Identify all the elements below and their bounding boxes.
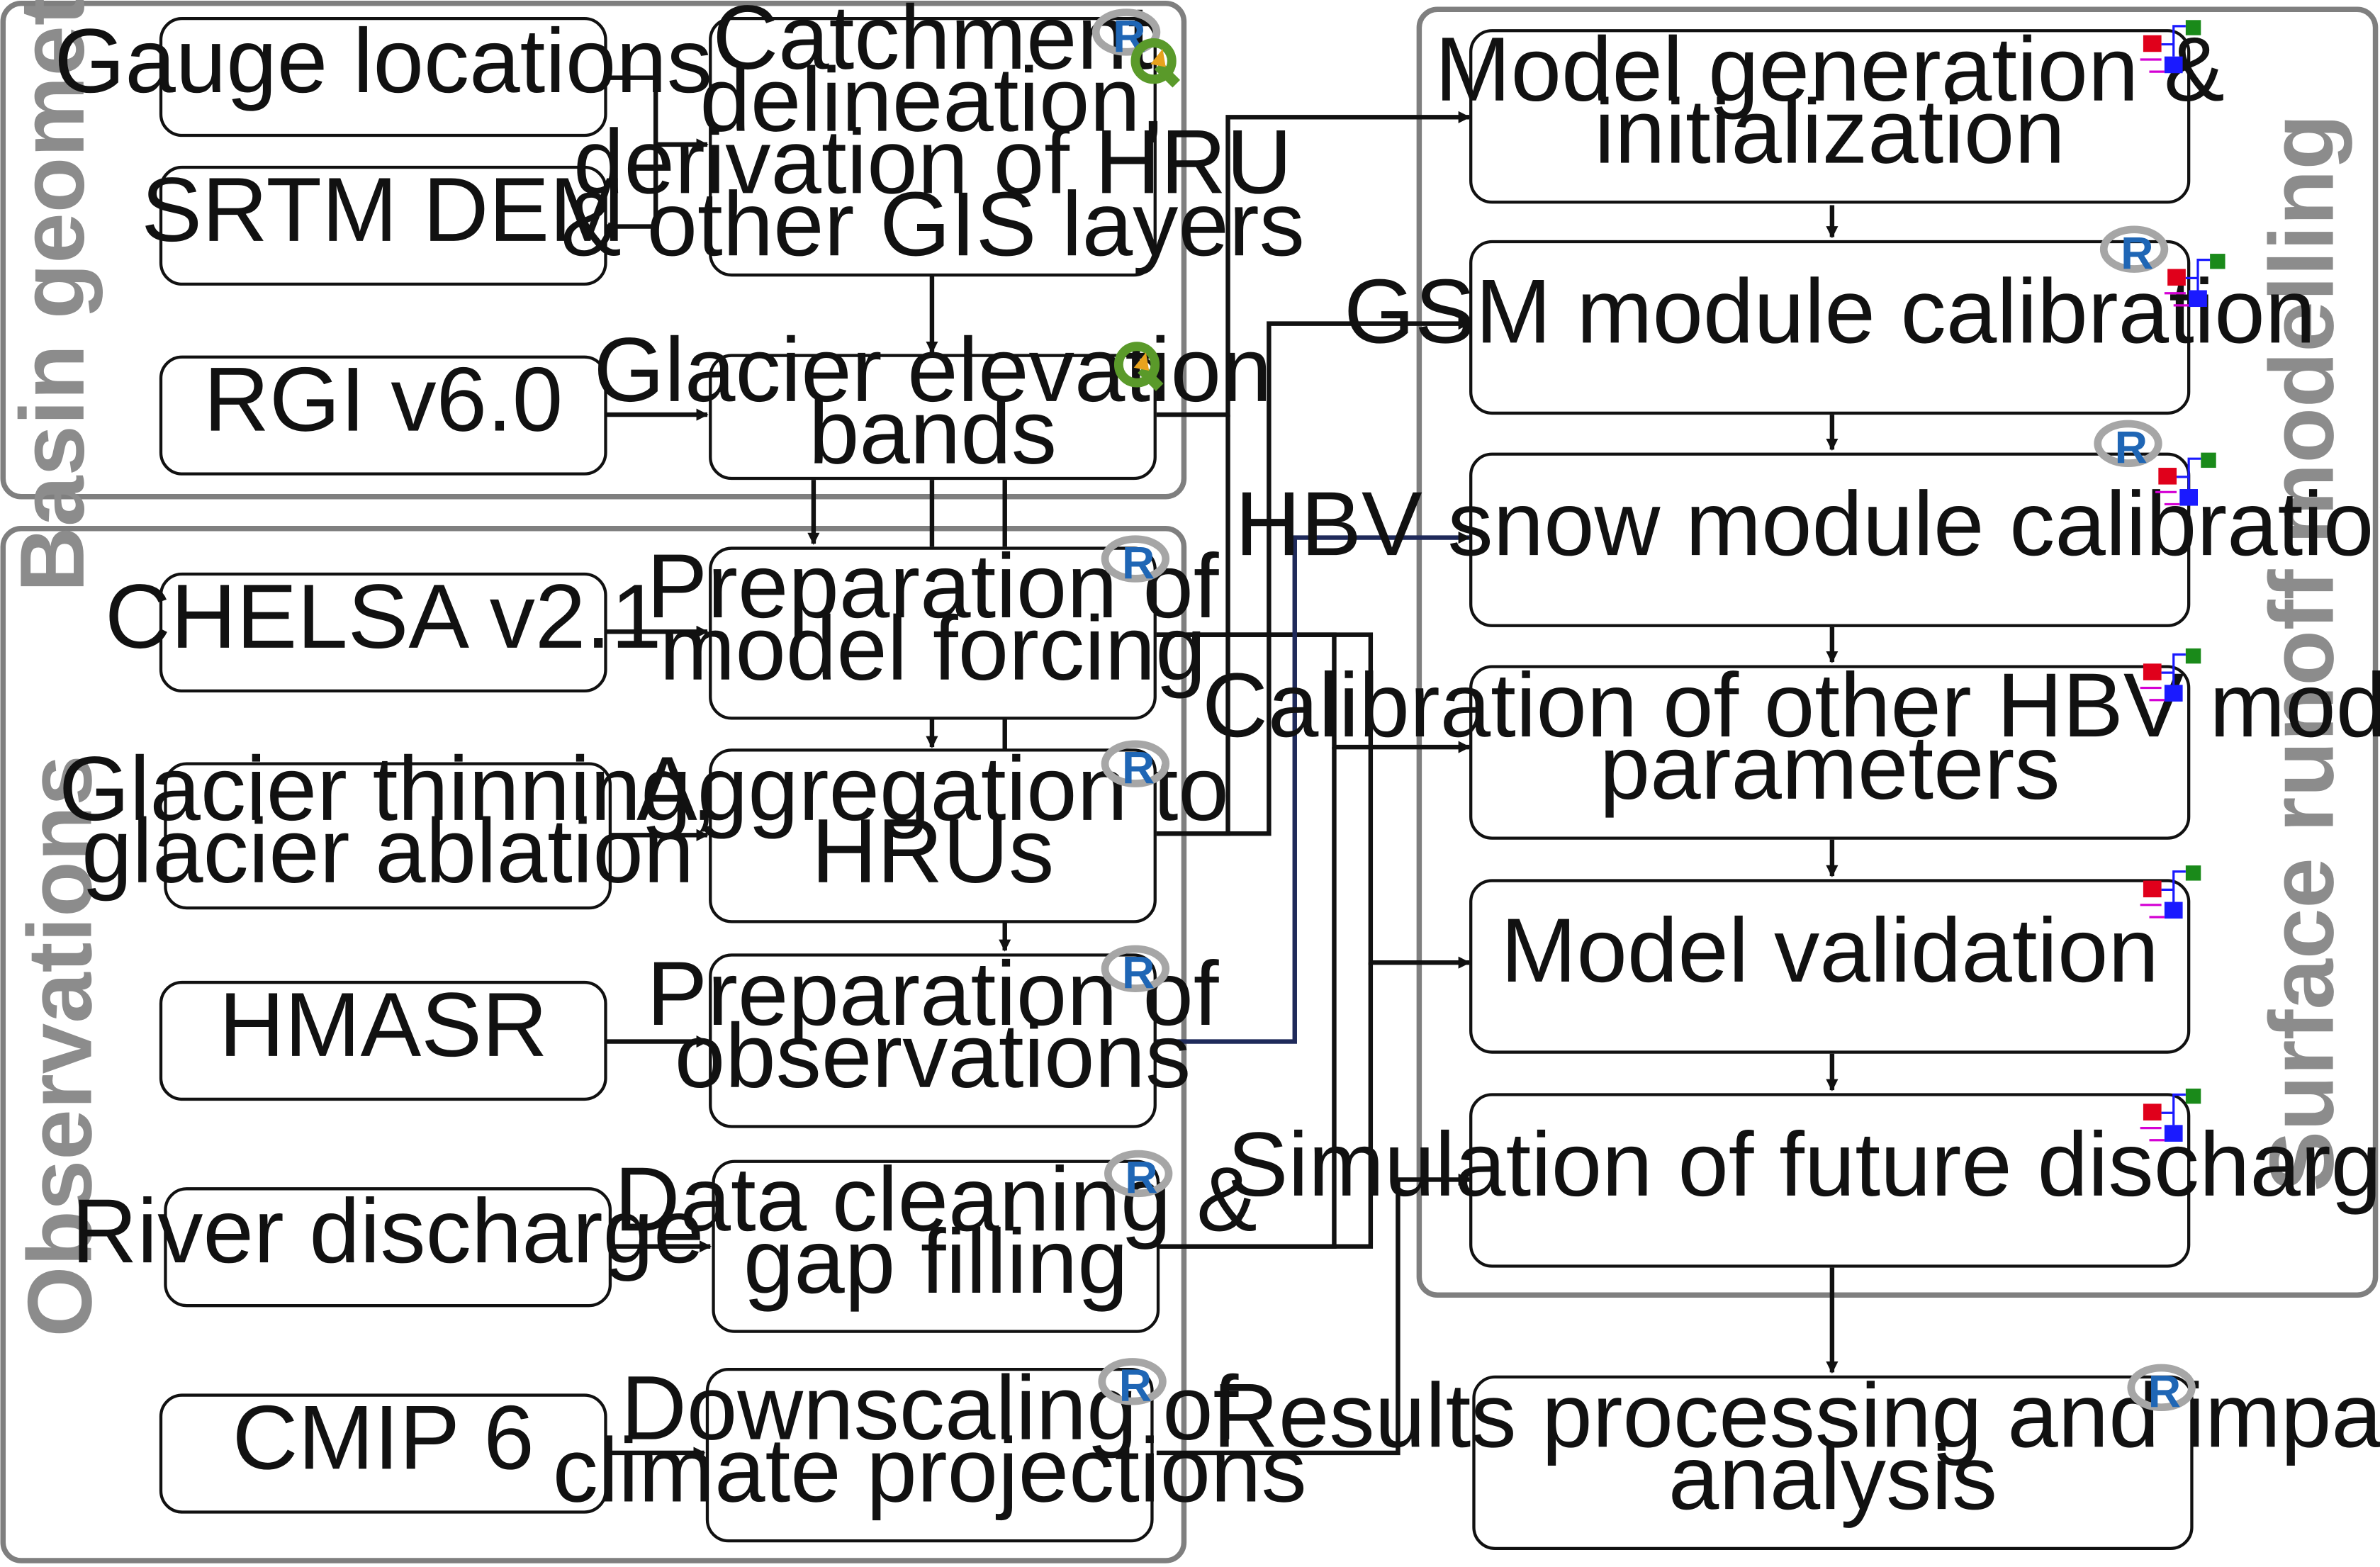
hbv-other-calibration-box-frame: [1469, 665, 2191, 840]
future-discharge-box-line: Simulation of future discharge: [1228, 1114, 2380, 1215]
gsm-calibration-box-frame: [1469, 240, 2191, 415]
catchment-delineation-box-frame: [709, 17, 1157, 277]
gauge-locations-box: Gauge locations: [54, 11, 712, 137]
data-cleaning-box-frame: [712, 1159, 1160, 1333]
catchment-delineation-box-line: Catchment: [712, 0, 1152, 89]
model-validation-box-frame: [1469, 879, 2191, 1054]
results-processing-box-line: Results processing and impact: [1213, 1365, 2380, 1466]
catchment-delineation-box-line: & other GIS layers: [561, 174, 1305, 275]
aggregation-hrus-box-frame: [709, 748, 1157, 923]
model-generation-box-frame: [1469, 29, 2191, 204]
arrow-prep-obs-to-hbv-snow: [1156, 531, 1471, 1044]
arrow-gauge-to-catchment: [605, 75, 709, 151]
cmip6-box: CMIP 6: [159, 1387, 607, 1514]
downscaling-box-frame: [705, 1368, 1154, 1543]
catchment-delineation-box-line: derivation of HRU: [573, 111, 1292, 213]
downscaling-box-line: climate projections: [553, 1420, 1307, 1521]
model-validation-box: Model validation: [1469, 879, 2191, 1054]
surface-runoff-group: [1416, 6, 2379, 1298]
hbv-other-calibration-box-line: parameters: [1600, 717, 2060, 819]
preparation-observations-box-line: observations: [675, 1006, 1191, 1107]
gsm-calibration-box: GSM module calibration: [1344, 240, 2316, 415]
basin-geometry-label: Basin geometry: [2, 0, 103, 592]
model-generation-box-line: initialization: [1595, 82, 2065, 183]
preparation-observations-box-frame: [709, 953, 1157, 1128]
model-validation-box-line: Model validation: [1500, 900, 2159, 1001]
arrow-forcing-to-validation: [1156, 632, 1471, 969]
glacier-elevation-bands-box-line: bands: [809, 382, 1057, 483]
observations-label: Observations: [9, 755, 111, 1337]
arrow-srtm-to-catchment: [605, 144, 658, 229]
river-discharge-box-line: River discharge: [72, 1181, 705, 1282]
basin-geometry-group: [0, 0, 1187, 500]
rgi-box: RGI v6.0: [159, 349, 607, 476]
future-discharge-box-frame: [1469, 1093, 2191, 1268]
line-cleaning-to-hbv-other: [1160, 747, 1337, 1249]
gauge-locations-box-frame: [159, 17, 607, 137]
catchment-delineation-box-line: delineation,: [700, 50, 1165, 151]
glacier-thinning-box-line: Glacier thinning,: [59, 738, 717, 840]
gsm-calibration-box-line: GSM module calibration: [1344, 261, 2316, 362]
glacier-thinning-box-frame: [164, 762, 612, 910]
hmasr-box-frame: [159, 980, 607, 1101]
cmip6-box-frame: [159, 1393, 607, 1514]
gauge-locations-box-line: Gauge locations: [54, 11, 712, 112]
hmasr-box: HMASR: [159, 975, 607, 1101]
rgi-box-line: RGI v6.0: [203, 349, 563, 451]
river-discharge-box: River discharge: [72, 1181, 705, 1308]
chelsa-box-line: CHELSA v2.1: [105, 566, 662, 668]
connector-lines: [605, 75, 1839, 1459]
hbv-snow-calibration-box: HBV snow module calibration: [1235, 452, 2380, 627]
hbv-snow-calibration-box-line: HBV snow module calibration: [1235, 473, 2380, 575]
model-generation-box: Model generation &initialization: [1435, 19, 2225, 204]
river-discharge-box-frame: [164, 1187, 612, 1308]
chelsa-box: CHELSA v2.1: [105, 566, 662, 693]
arrow-bands-to-model-generation: [1156, 111, 1471, 417]
model-generation-box-line: Model generation &: [1435, 19, 2225, 120]
hbv-snow-calibration-box-frame: [1469, 452, 2191, 627]
data-cleaning-box-line: gap filling: [743, 1211, 1128, 1313]
line-aggregation-to-generation: [1156, 415, 1230, 836]
chelsa-box-frame: [159, 572, 607, 693]
hbv-other-calibration-box-line: Calibration of other HBV model: [1202, 655, 2380, 756]
results-processing-box-frame: [1472, 1375, 2194, 1550]
observations-group: [0, 525, 1187, 1563]
glacier-thinning-box: Glacier thinning,glacier ablation: [59, 738, 717, 910]
hmasr-box-line: HMASR: [219, 975, 548, 1076]
srtm-dem-box: SRTM DEM: [141, 159, 625, 286]
cmip6-box-line: CMIP 6: [232, 1387, 534, 1488]
rgi-box-frame: [159, 355, 607, 476]
model-forcing-box-frame: [709, 546, 1157, 720]
srtm-dem-box-frame: [159, 165, 607, 286]
glacier-thinning-box-line: glacier ablation: [82, 801, 694, 902]
future-discharge-box: Simulation of future discharge: [1228, 1093, 2380, 1268]
srtm-dem-box-line: SRTM DEM: [141, 159, 625, 261]
model-forcing-box-line: model forcing: [659, 598, 1206, 700]
glacier-elevation-bands-box-frame: [709, 354, 1157, 481]
results-processing-box-line: analysis: [1668, 1427, 1997, 1529]
surface-runoff-label: Surface runoff modelling: [2252, 114, 2353, 1191]
arrow-downscaling-to-simulation: [1156, 1173, 1471, 1456]
aggregation-hrus-box-line: HRUs: [812, 801, 1055, 902]
data-cleaning-box: Data cleaning &gap filling: [614, 1149, 1257, 1333]
